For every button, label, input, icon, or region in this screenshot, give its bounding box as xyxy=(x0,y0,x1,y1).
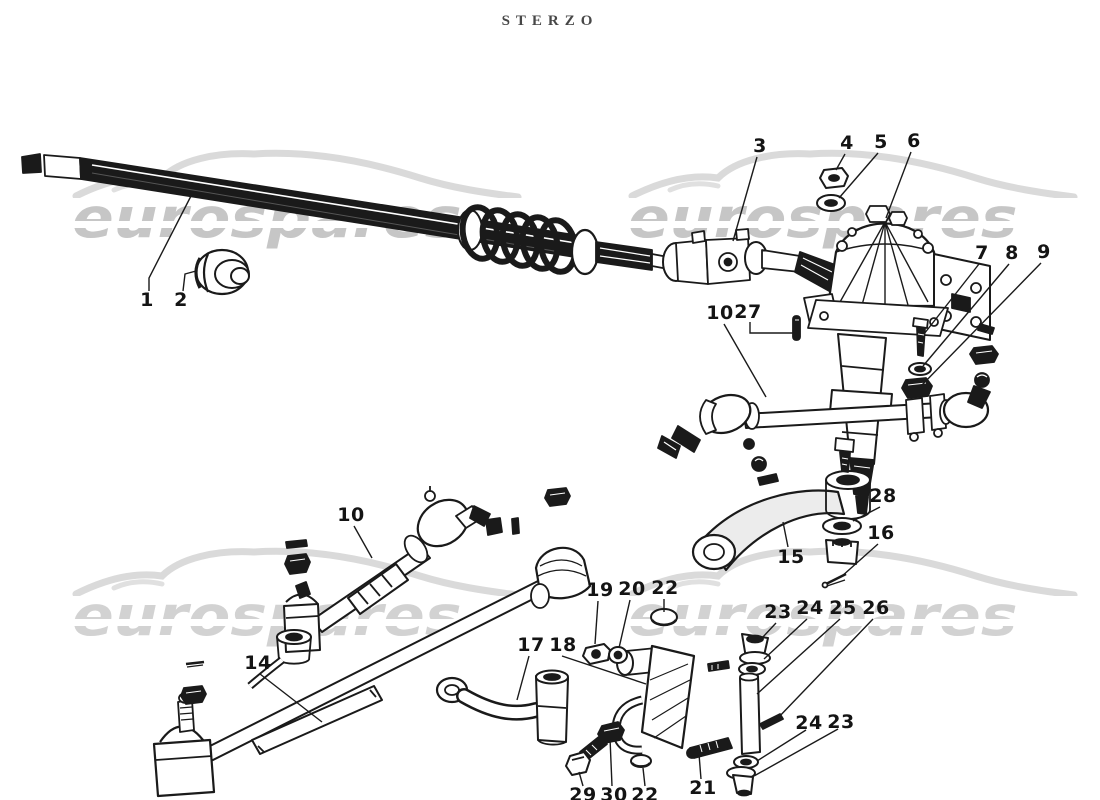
leader-line xyxy=(775,618,874,721)
part-number-label: 21 xyxy=(689,777,717,799)
part-number-label: 22 xyxy=(631,784,659,800)
leader-line xyxy=(835,153,846,171)
centre-link xyxy=(152,546,592,798)
part-number-label: 4 xyxy=(840,132,854,154)
leader-line xyxy=(756,729,807,762)
part-number-label: 26 xyxy=(862,597,890,619)
leader-line xyxy=(920,262,1042,387)
part-number-label: 24 xyxy=(795,712,823,734)
leader-line xyxy=(594,600,599,645)
relay-rod xyxy=(657,372,991,459)
part-number-label: 22 xyxy=(651,577,679,599)
part-number-label: 5 xyxy=(874,131,888,153)
part-number-label: 10 xyxy=(337,504,365,526)
leader-line xyxy=(840,543,879,578)
idler-bracket xyxy=(611,644,696,755)
part-number-label: 7 xyxy=(975,242,989,264)
part-number-label: 6 xyxy=(907,130,921,152)
leader-line xyxy=(922,263,1010,367)
nut-and-washer xyxy=(816,167,849,212)
steering-arm xyxy=(435,669,569,746)
part-number-label: 20 xyxy=(618,578,646,600)
part-number-label: 2 xyxy=(174,289,188,311)
small-hardware xyxy=(565,608,678,776)
part-number-label: 8 xyxy=(1005,242,1019,264)
part-number-label: 30 xyxy=(600,784,628,800)
leader-line xyxy=(353,525,373,559)
part-number-label: 17 xyxy=(517,634,545,656)
leader-line xyxy=(642,767,646,787)
leader-line xyxy=(259,673,323,723)
leader-line xyxy=(923,263,980,335)
leader-line xyxy=(782,521,789,548)
leader-line xyxy=(698,753,702,780)
part-number-label: 16 xyxy=(867,522,895,544)
leader-line xyxy=(516,655,530,701)
leader-line xyxy=(761,622,777,639)
leader-line xyxy=(756,618,841,695)
page-title: STERZO xyxy=(501,13,599,29)
part-number-label: 25 xyxy=(829,597,857,619)
leader-line xyxy=(723,323,767,398)
leader-line xyxy=(182,270,197,292)
part-number-label: 1 xyxy=(140,289,154,311)
part-number-label: 27 xyxy=(734,301,762,323)
part-number-label: 18 xyxy=(549,634,577,656)
leader-line xyxy=(753,728,839,777)
leader-line xyxy=(609,737,613,787)
leader-line xyxy=(578,771,584,787)
leader-line xyxy=(852,506,881,522)
part-number-label: 23 xyxy=(764,601,792,623)
leader-line xyxy=(732,156,758,242)
part-number-label: 23 xyxy=(827,711,855,733)
leader-line xyxy=(148,193,193,291)
column-boot xyxy=(194,248,250,296)
leader-line xyxy=(561,655,647,685)
part-number-label: 15 xyxy=(777,546,805,568)
part-number-label: 3 xyxy=(753,135,767,157)
leader-line xyxy=(838,152,879,199)
universal-joint xyxy=(662,228,839,293)
leader-line xyxy=(749,322,793,334)
part-number-label: 9 xyxy=(1037,241,1051,263)
steering-box xyxy=(803,205,991,515)
idler-pin-assembly xyxy=(686,633,784,797)
part-number-label: 24 xyxy=(796,597,824,619)
pitman-arm xyxy=(691,437,871,589)
leader-line xyxy=(763,618,808,660)
part-number-label: 10 xyxy=(706,302,734,324)
part-number-label: 28 xyxy=(869,485,897,507)
leader-line xyxy=(885,151,912,219)
part-number-label: 19 xyxy=(586,579,614,601)
part-number-label: 29 xyxy=(569,784,597,800)
leader-line xyxy=(618,599,631,649)
flexible-coupling xyxy=(457,204,669,276)
part-number-label: 14 xyxy=(244,652,272,674)
